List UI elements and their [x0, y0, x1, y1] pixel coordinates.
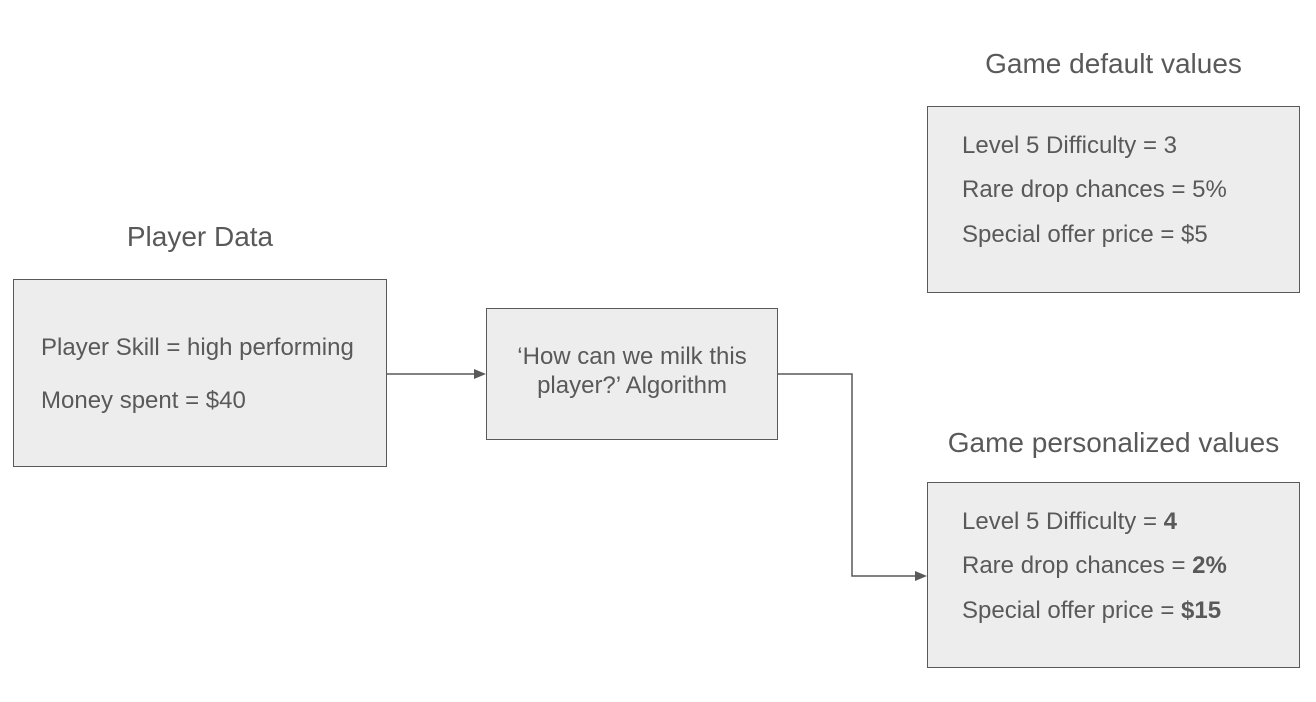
- arrow-algorithm-to-personalized: [778, 373, 927, 581]
- default-difficulty-value: 3: [1163, 132, 1178, 159]
- money-spent-line: Money spent = $40: [41, 387, 246, 414]
- default-drop-chance-line: Rare drop chances = 5%: [962, 176, 1227, 204]
- personalized-drop-chance-line: Rare drop chances = 2%: [962, 552, 1227, 580]
- game-personalized-values-title: Game personalized values: [947, 427, 1280, 458]
- player-data-box: Player Skill = high performing Money spe…: [13, 279, 387, 467]
- player-data-title: Player Data: [126, 221, 274, 252]
- personalized-difficulty-label: Level 5 Difficulty =: [962, 508, 1164, 535]
- personalized-difficulty-value: 4: [1163, 508, 1178, 535]
- default-drop-chance-value: 5%: [1192, 176, 1227, 203]
- default-difficulty-label: Level 5 Difficulty =: [962, 132, 1164, 159]
- default-offer-price-line: Special offer price = $5: [962, 221, 1208, 249]
- arrow-player-to-algorithm: [387, 369, 486, 379]
- default-difficulty-line: Level 5 Difficulty = 3: [962, 132, 1177, 160]
- game-personalized-values-box: Level 5 Difficulty = 4 Rare drop chances…: [927, 482, 1300, 668]
- algorithm-box: ‘How can we milk this player?’ Algorithm: [486, 308, 778, 440]
- player-skill-line: Player Skill = high performing: [41, 334, 354, 361]
- game-default-values-box: Level 5 Difficulty = 3 Rare drop chances…: [927, 106, 1300, 293]
- default-offer-price-value: $5: [1181, 221, 1208, 248]
- default-drop-chance-label: Rare drop chances =: [962, 176, 1193, 203]
- personalized-drop-chance-label: Rare drop chances =: [962, 552, 1193, 579]
- personalized-offer-price-line: Special offer price = $15: [962, 597, 1221, 625]
- personalized-difficulty-line: Level 5 Difficulty = 4: [962, 508, 1177, 536]
- game-default-values-title: Game default values: [985, 48, 1242, 79]
- personalized-drop-chance-value: 2%: [1192, 552, 1227, 579]
- personalized-offer-price-value: $15: [1181, 597, 1222, 624]
- personalized-offer-price-label: Special offer price =: [962, 597, 1182, 624]
- default-offer-price-label: Special offer price =: [962, 221, 1182, 248]
- algorithm-label: ‘How can we milk this player?’ Algorithm: [517, 343, 747, 399]
